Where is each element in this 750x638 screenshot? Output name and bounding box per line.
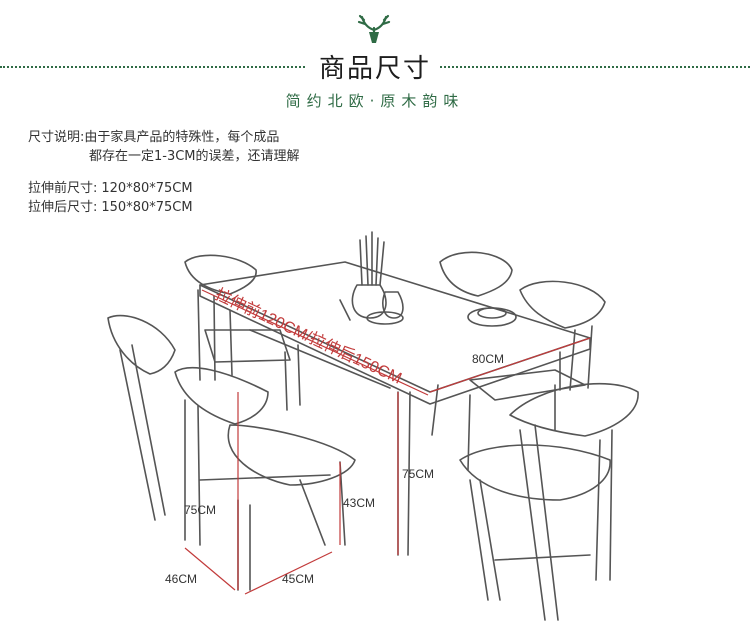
page-title: 商品尺寸 [318, 54, 431, 84]
dimension-before-label: 拉伸前尺寸: [28, 181, 98, 196]
chair-illustration-back-left [184, 254, 301, 411]
chair-illustration-front-right [459, 382, 639, 621]
dimension-before: 拉伸前尺寸:120*80*75CM [28, 177, 193, 196]
seat-height-label: 43CM [343, 496, 375, 510]
chair-width-label: 45CM [282, 572, 314, 586]
table-width-label: 80CM [472, 352, 504, 366]
dimension-after-value: 150*80*75CM [101, 200, 193, 215]
chair-illustration-front-left [107, 314, 356, 591]
size-note-line1: 尺寸说明:由于家具产品的特殊性，每个成品 [28, 130, 280, 145]
dimension-after-label: 拉伸后尺寸: [28, 200, 98, 215]
size-note: 尺寸说明:由于家具产品的特殊性，每个成品 都存在一定1-3CM的误差，还请理解 [28, 128, 300, 166]
table-width-guide [429, 337, 591, 393]
page-subtitle: 简约北欧·原木韵味 [285, 92, 465, 110]
chair-depth-guide [184, 547, 236, 591]
header-divider-right [440, 66, 750, 68]
size-note-line2: 都存在一定1-3CM的误差，还请理解 [89, 149, 300, 164]
dimension-after: 拉伸后尺寸:150*80*75CM [28, 196, 193, 215]
table-length-label: 拉伸前120CM/拉伸后150CM [212, 285, 404, 387]
chair-width-guide [244, 551, 333, 595]
table-height-label: 75CM [402, 467, 434, 481]
table-length-guide [201, 289, 429, 396]
dimension-before-value: 120*80*75CM [101, 181, 193, 196]
deer-antler-icon [357, 14, 391, 43]
chair-height-label: 75CM [184, 503, 216, 517]
header-divider-left [0, 66, 305, 68]
chair-depth-label: 46CM [165, 572, 197, 586]
